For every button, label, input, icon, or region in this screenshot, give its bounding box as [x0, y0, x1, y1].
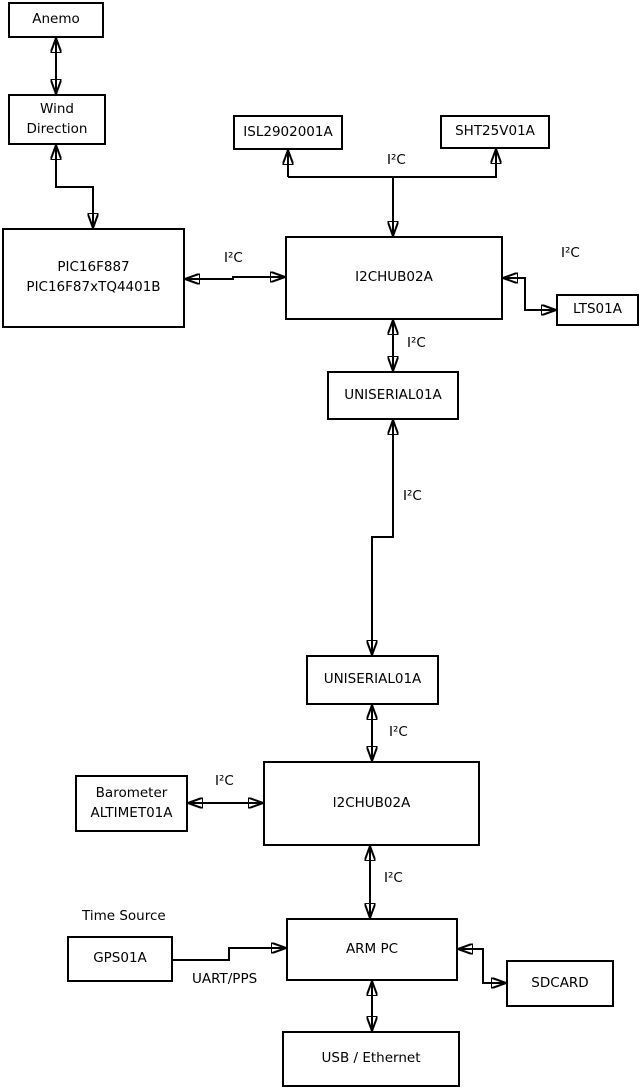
box-anemometer: Anemo	[8, 2, 104, 38]
uart-pps-label: UART/PPS	[192, 971, 258, 987]
i2c-label-lts: I²C	[561, 245, 580, 261]
box-gps01a-label: GPS01A	[93, 950, 147, 967]
time-source-label: Time Source	[82, 908, 166, 924]
box-wind-direction-label: Wind Direction	[26, 100, 88, 137]
box-arm-pc: ARM PC	[286, 918, 458, 981]
box-isl2902001a-label: ISL2902001A	[243, 123, 333, 140]
box-i2chub-top-label: I2CHUB02A	[355, 269, 433, 286]
i2c-label-hub-uniserial-top: I²C	[407, 335, 426, 351]
i2c-label-uniserial-hub-bottom: I²C	[389, 724, 408, 740]
connector-pic-i2chub-top	[185, 277, 285, 279]
box-uniserial-top: UNISERIAL01A	[327, 371, 459, 420]
i2c-label-long-link: I²C	[403, 488, 422, 504]
box-arm-pc-label: ARM PC	[345, 940, 399, 957]
box-isl2902001a: ISL2902001A	[233, 115, 343, 150]
box-sht25v01a-label: SHT25V01A	[455, 123, 535, 140]
box-pic-microcontroller-label: PIC16F887 PIC16F87xTQ4401B	[26, 259, 161, 295]
box-i2chub-bottom: I2CHUB02A	[263, 761, 480, 846]
connector-gps-armpc	[173, 948, 286, 961]
box-uniserial-bottom-label: UNISERIAL01A	[323, 671, 422, 688]
box-lts01a: LTS01A	[556, 294, 639, 326]
box-lts01a-label: LTS01A	[573, 301, 622, 318]
box-anemometer-label: Anemo	[32, 11, 80, 28]
box-barometer: Barometer ALTIMET01A	[75, 775, 188, 832]
box-wind-direction: Wind Direction	[8, 94, 106, 145]
i2c-label-barometer: I²C	[215, 773, 234, 789]
box-sdcard-label: SDCARD	[531, 974, 589, 991]
i2c-label-pic-hub: I²C	[224, 250, 243, 266]
box-usb-ethernet-label: USB / Ethernet	[321, 1050, 421, 1067]
box-sdcard: SDCARD	[506, 960, 614, 1007]
box-i2chub-bottom-label: I2CHUB02A	[332, 794, 411, 811]
box-pic-microcontroller: PIC16F887 PIC16F87xTQ4401B	[2, 228, 185, 328]
box-barometer-label: Barometer ALTIMET01A	[90, 784, 173, 821]
i2c-label-sensor-bus: I²C	[387, 152, 406, 168]
connector-armpc-sdcard	[458, 949, 506, 983]
connector-winddirection-pic	[56, 145, 93, 228]
box-usb-ethernet: USB / Ethernet	[282, 1031, 460, 1087]
box-i2chub-top: I2CHUB02A	[285, 236, 503, 320]
box-uniserial-bottom: UNISERIAL01A	[306, 655, 439, 705]
connector-uniserial-top-uniserial-bottom	[372, 420, 393, 655]
connector-i2chub-top-lts	[503, 278, 556, 310]
i2c-label-hub-armpc: I²C	[384, 870, 403, 886]
box-gps01a: GPS01A	[67, 936, 173, 982]
box-uniserial-top-label: UNISERIAL01A	[344, 386, 442, 403]
box-sht25v01a: SHT25V01A	[440, 115, 550, 149]
